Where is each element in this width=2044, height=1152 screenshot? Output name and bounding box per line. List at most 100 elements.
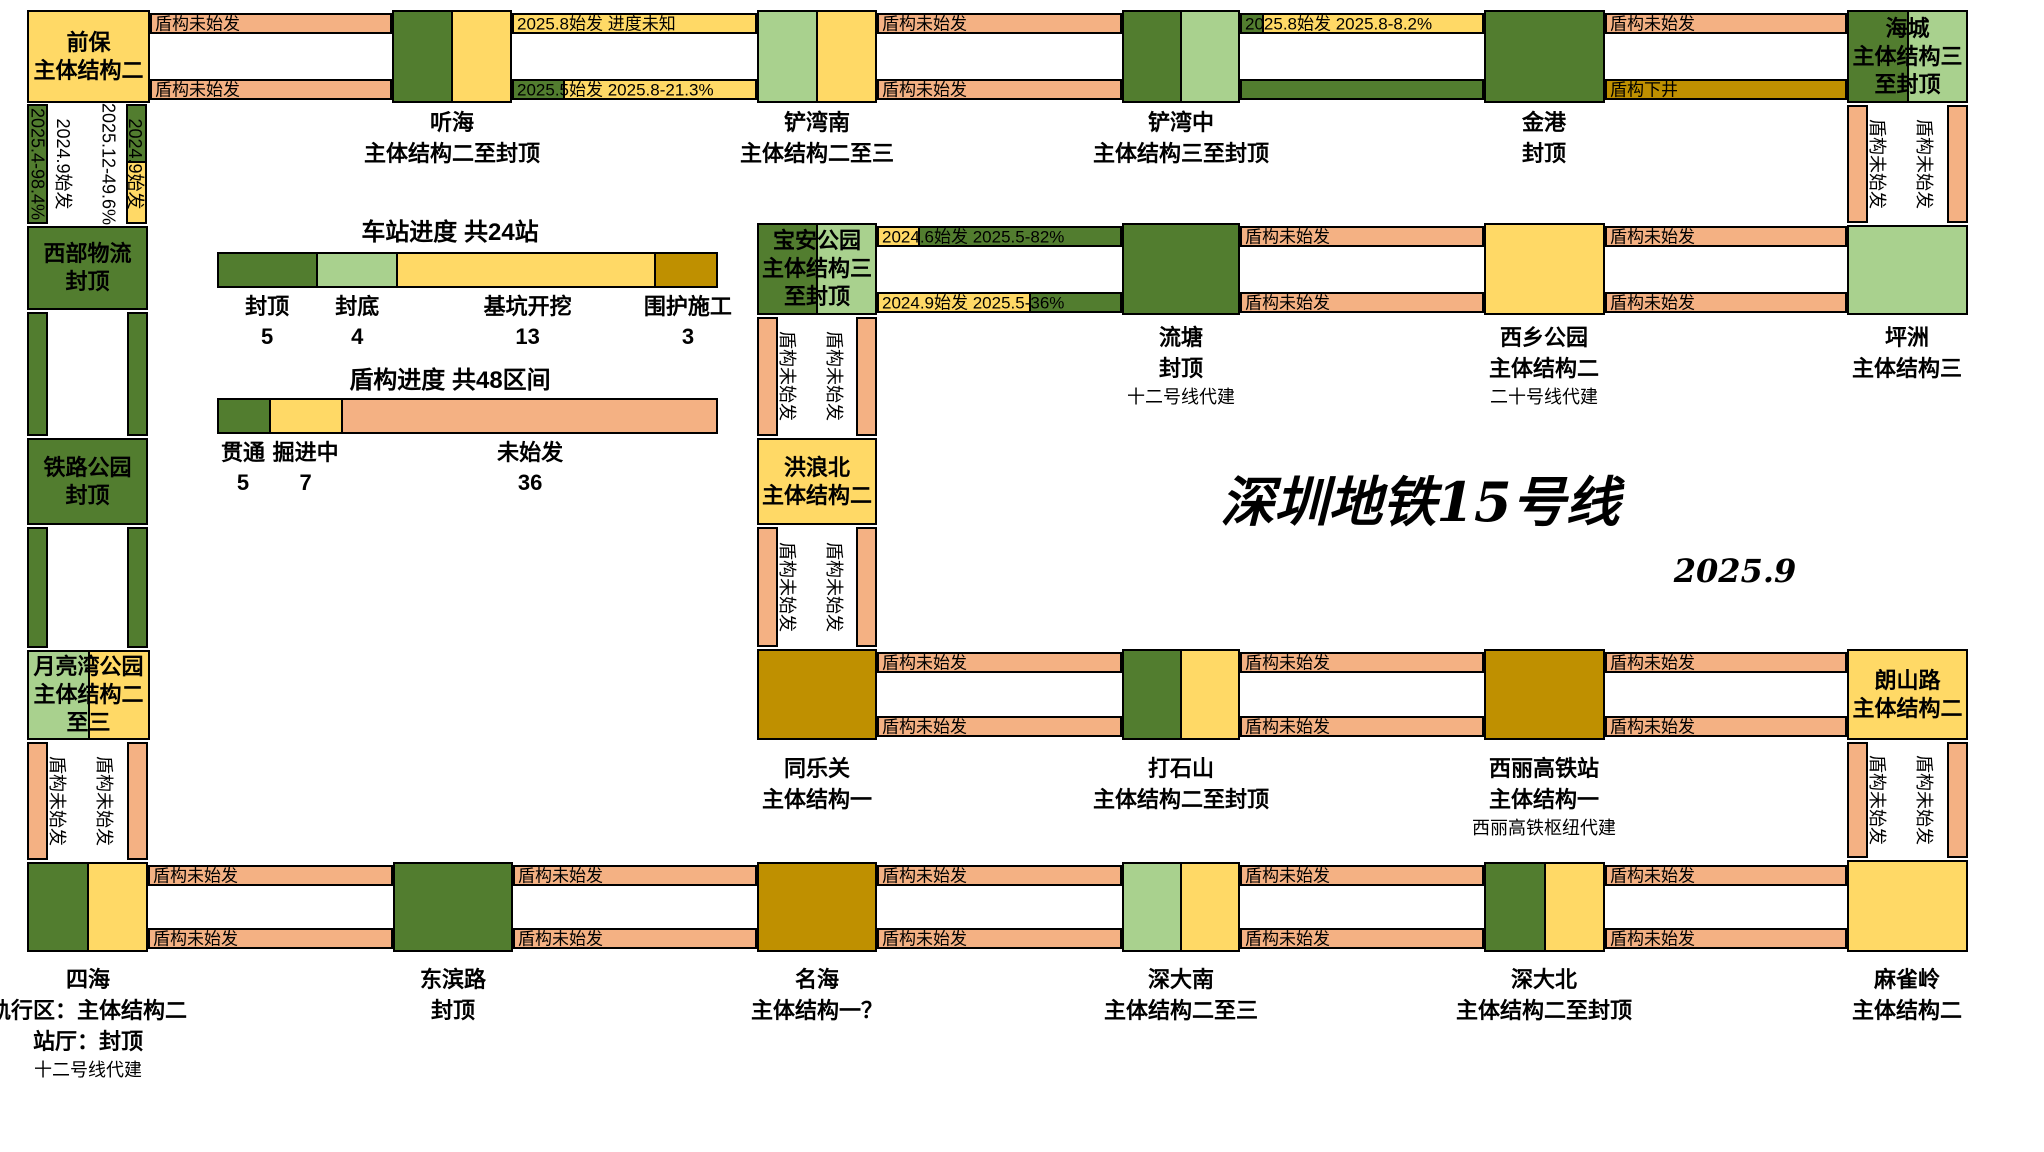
progress-fill bbox=[1182, 864, 1238, 950]
station-label-line: 十二号线代建 bbox=[1127, 387, 1235, 407]
tunnel-bar-label: 盾构未始发 bbox=[153, 929, 238, 948]
station-label-line: 四海 bbox=[65, 967, 110, 992]
station-text-line: 西部物流 bbox=[43, 241, 132, 266]
station-label-line: 主体结构一？ bbox=[750, 998, 883, 1023]
station-box bbox=[1847, 225, 1968, 315]
legend-item-count: 5 bbox=[260, 324, 274, 349]
tunnel-bar-label-vertical: 2024.9始发 bbox=[125, 118, 145, 210]
station-label-line: 站厅：封顶 bbox=[32, 1029, 143, 1054]
station-label-line: 封顶 bbox=[430, 998, 475, 1023]
progress-fill bbox=[879, 294, 1031, 311]
tunnel-bar-h: 盾构未始发 bbox=[150, 79, 392, 100]
legend-item-name: 封顶 bbox=[245, 294, 290, 319]
progress-fill bbox=[818, 225, 875, 313]
tunnel-bar-label: 盾构未始发 bbox=[155, 14, 240, 33]
progress-fill bbox=[759, 12, 818, 101]
legend-item-count: 4 bbox=[351, 324, 364, 349]
tunnel-bar-h: 盾构未始发 bbox=[877, 652, 1122, 673]
station-text-line: 封顶 bbox=[65, 482, 110, 508]
station-box bbox=[393, 862, 513, 952]
station-box bbox=[757, 10, 877, 103]
tunnel-bar-h: 盾构未始发 bbox=[1605, 716, 1847, 737]
tunnel-bar-label-vertical: 盾构未始发 bbox=[1867, 119, 1887, 209]
progress-fill bbox=[1182, 651, 1238, 738]
station-label: 深大北主体结构二至封顶 bbox=[1344, 964, 1744, 1026]
legend-item-count: 5 bbox=[236, 470, 250, 495]
progress-fill bbox=[1849, 12, 1909, 101]
station-label-line: 轨行区：主体结构二 bbox=[0, 998, 187, 1023]
station-box bbox=[1122, 649, 1240, 740]
station-label-line: 名海 bbox=[794, 967, 839, 992]
station-label-line: 主体结构二至封顶 bbox=[1092, 787, 1269, 812]
legend-item-name: 围护施工 bbox=[643, 294, 732, 319]
station-label-line: 主体结构一 bbox=[1488, 787, 1599, 812]
progress-fill bbox=[565, 81, 755, 98]
station-label-line: 主体结构一 bbox=[761, 787, 872, 812]
tunnel-bar-v bbox=[757, 527, 778, 647]
tunnel-bar-h: 盾构未始发 bbox=[150, 13, 392, 34]
page-title: 深圳地铁15号线 bbox=[1220, 470, 1620, 534]
progress-fill bbox=[453, 12, 510, 101]
tunnel-bar-label: 盾构未始发 bbox=[882, 717, 967, 736]
station-label-line: 封顶 bbox=[1158, 356, 1203, 381]
tunnel-bar-label: 盾构未始发 bbox=[1610, 717, 1695, 736]
station-text-line: 海城 bbox=[1885, 15, 1930, 41]
tunnel-bar-label-vertical: 盾构未始发 bbox=[94, 756, 114, 846]
station-label-line: 主体结构二 bbox=[1851, 998, 1962, 1023]
station-label: 名海主体结构一？ bbox=[617, 964, 1017, 1026]
station-label-line: 主体结构二 bbox=[1488, 356, 1599, 381]
tunnel-bar-label-vertical: 2024.9始发 bbox=[53, 118, 73, 210]
station-label-line: 主体结构二至封顶 bbox=[363, 141, 540, 166]
progress-fill bbox=[270, 400, 344, 432]
tunnel-bar-label: 盾构未始发 bbox=[153, 866, 238, 885]
station-text-line: 朗山路 bbox=[1874, 667, 1941, 693]
tunnel-bar-h: 盾构未始发 bbox=[1240, 928, 1484, 949]
tunnel-bar-h: 盾构下井 bbox=[1605, 79, 1847, 100]
station-text-line: 宝安公园 bbox=[772, 228, 861, 253]
station-box bbox=[1122, 10, 1240, 103]
station-text-line: 主体结构二 bbox=[761, 482, 872, 508]
station-label: 流塘封顶十二号线代建 bbox=[981, 322, 1381, 411]
tunnel-bar-label: 盾构未始发 bbox=[1610, 293, 1695, 312]
progress-fill bbox=[1124, 864, 1182, 950]
station-label: 坪洲主体结构三 bbox=[1707, 322, 2044, 384]
tunnel-bar-v bbox=[127, 742, 148, 860]
tunnel-bar-label: 盾构未始发 bbox=[1245, 227, 1330, 246]
station-label-line: 主体结构二至三 bbox=[1103, 998, 1258, 1023]
tunnel-bar-label: 盾构未始发 bbox=[1245, 293, 1330, 312]
progress-fill bbox=[397, 254, 657, 286]
station-box bbox=[27, 862, 148, 952]
station-text-line: 洪浪北 bbox=[783, 454, 850, 480]
progress-fill bbox=[29, 652, 90, 738]
station-box bbox=[757, 862, 877, 952]
station-text-line: 至封顶 bbox=[783, 284, 850, 309]
progress-fill bbox=[128, 106, 145, 163]
station-box: 前保主体结构二 bbox=[27, 10, 150, 103]
progress-fill bbox=[89, 652, 148, 738]
tunnel-bar-label-vertical: 盾构未始发 bbox=[1914, 119, 1934, 209]
tunnel-bar-h: 2025.8始发 进度未知 bbox=[512, 13, 757, 34]
station-label-line: 深大北 bbox=[1510, 967, 1577, 992]
legend-item-count: 7 bbox=[299, 470, 312, 495]
progress-fill bbox=[759, 225, 818, 313]
tunnel-bar-v bbox=[127, 527, 148, 648]
tunnel-bar-label: 盾构未始发 bbox=[882, 929, 967, 948]
tunnel-bar-v bbox=[856, 527, 877, 647]
tunnel-bar-label: 盾构未始发 bbox=[1610, 866, 1695, 885]
tunnel-bar-v bbox=[27, 527, 48, 648]
station-box: 西部物流封顶 bbox=[27, 226, 148, 310]
progress-fill bbox=[88, 864, 146, 950]
tunnel-bar-v bbox=[1947, 105, 1968, 223]
station-label-line: 西乡公园 bbox=[1499, 325, 1588, 350]
station-label-line: 深大南 bbox=[1147, 967, 1214, 992]
progress-fill bbox=[1486, 864, 1546, 950]
station-name-inbox: 宝安公园主体结构三至封顶 bbox=[759, 225, 875, 313]
station-label-line: 封顶 bbox=[1521, 141, 1566, 166]
progress-fill bbox=[514, 81, 566, 98]
progress-fill bbox=[1124, 12, 1182, 101]
station-box: 月亮湾公园主体结构二至三 bbox=[27, 650, 150, 740]
station-label-line: 听海 bbox=[429, 110, 474, 135]
station-box bbox=[1484, 10, 1605, 103]
